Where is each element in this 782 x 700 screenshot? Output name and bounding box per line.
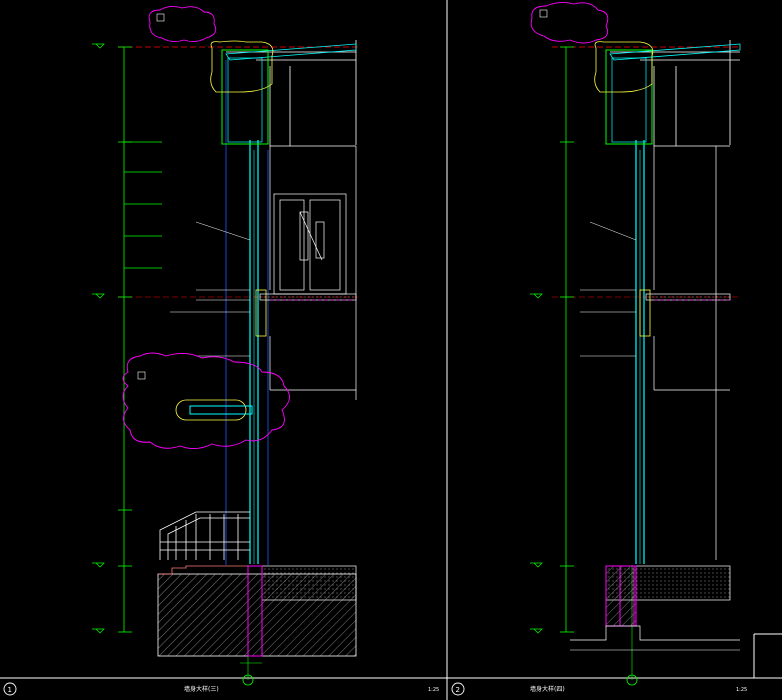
detail-scale-2: 1:25 xyxy=(736,687,747,693)
detail-number-2: 2 xyxy=(456,686,460,694)
detail-marker-2 xyxy=(451,682,465,696)
detail-number-1: 1 xyxy=(8,686,12,694)
detail-scale-1: 1:25 xyxy=(428,687,439,693)
section-detail-2: 2 墙身大样(四) 1:25 xyxy=(451,1,747,696)
section-detail-1: 1 墙身大样(三) 1:25 xyxy=(3,5,439,696)
detail-title-1: 墙身大样(三) xyxy=(184,685,219,693)
detail-marker-1 xyxy=(3,682,17,696)
detail-title-2: 墙身大样(四) xyxy=(530,685,565,693)
